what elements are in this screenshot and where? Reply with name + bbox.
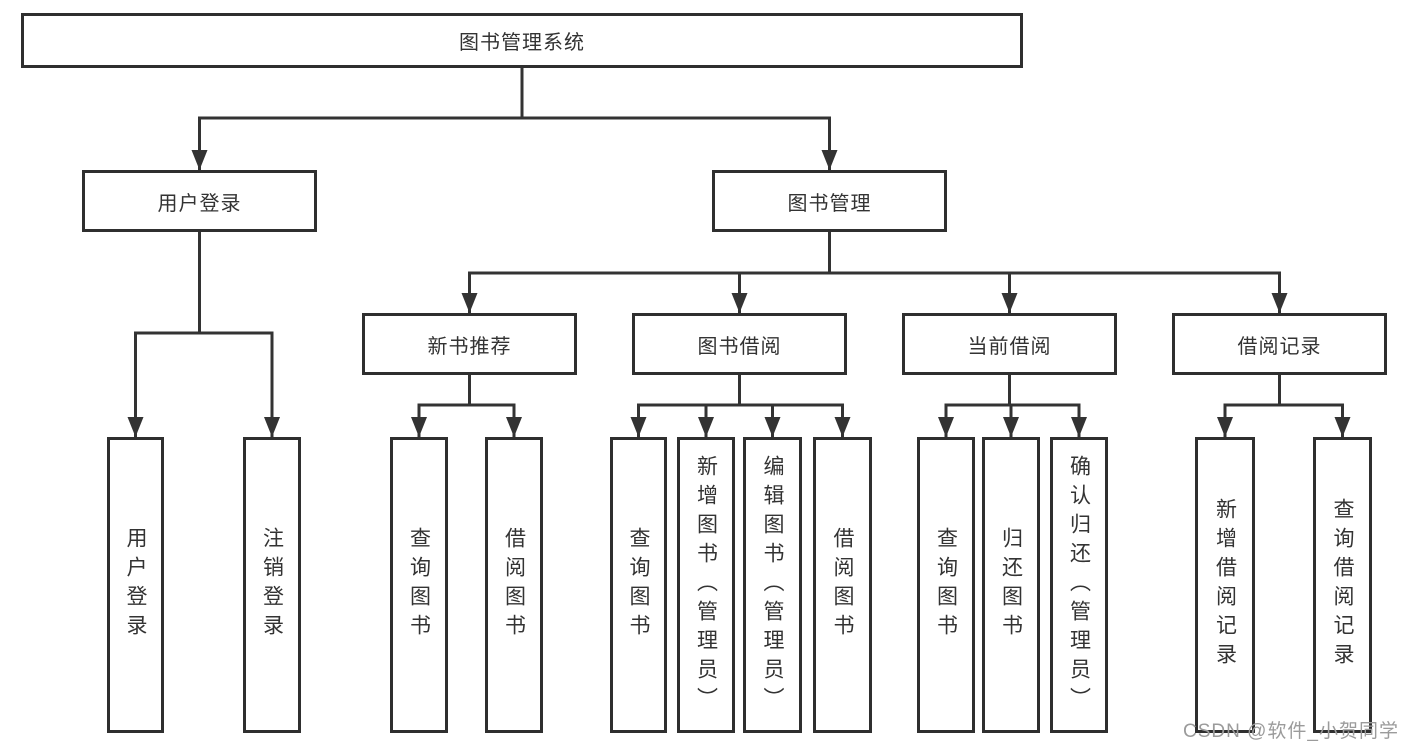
node-library-management-system: 图书管理系统 [21,13,1023,68]
leaf-add-borrow-record: 新增借阅记录 [1195,437,1255,733]
leaf-borrow-book: 借阅图书 [813,437,872,733]
leaf-return-book: 归还图书 [982,437,1040,733]
leaf-edit-book-admin: 编辑图书（管理员） [743,437,802,733]
leaf-user-login: 用户登录 [107,437,164,733]
leaf-logout: 注销登录 [243,437,301,733]
node-current-borrow: 当前借阅 [902,313,1117,375]
leaf-add-book-admin: 新增图书（管理员） [677,437,735,733]
leaf-query-borrow-record: 查询借阅记录 [1313,437,1372,733]
csdn-watermark: CSDN @软件_小贺同学 [1183,721,1399,742]
node-book-borrow: 图书借阅 [632,313,847,375]
leaf-query-book-borrow: 查询图书 [610,437,667,733]
node-borrow-record: 借阅记录 [1172,313,1387,375]
leaf-confirm-return-admin: 确认归还（管理员） [1050,437,1108,733]
node-new-book-recommend: 新书推荐 [362,313,577,375]
node-user-login: 用户登录 [82,170,317,232]
leaf-query-book-current: 查询图书 [917,437,975,733]
leaf-borrow-book-recommend: 借阅图书 [485,437,543,733]
node-book-management: 图书管理 [712,170,947,232]
leaf-query-book-recommend: 查询图书 [390,437,448,733]
